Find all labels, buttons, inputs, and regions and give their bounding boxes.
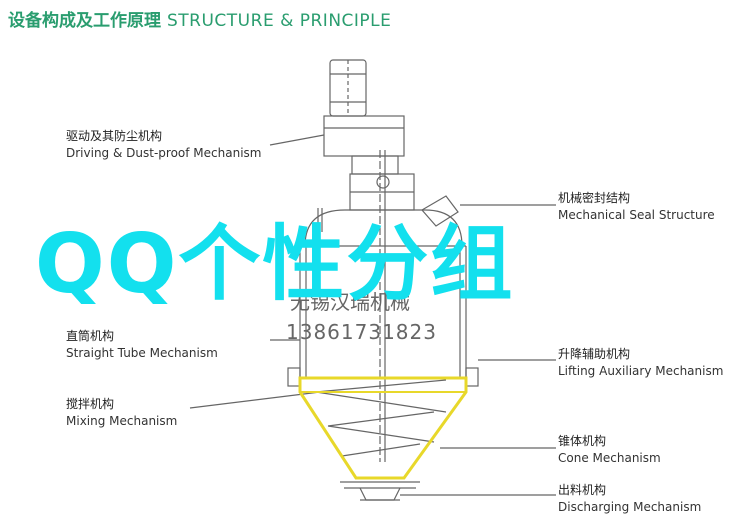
label-drive: 驱动及其防尘机构 Driving & Dust-proof Mechanism (66, 128, 261, 162)
gearbox (323, 115, 405, 157)
label-lifting-en: Lifting Auxiliary Mechanism (558, 364, 724, 378)
label-straight-cn: 直筒机构 (66, 329, 115, 343)
label-mixing-cn: 搅拌机构 (66, 397, 115, 411)
label-discharge: 出料机构 Discharging Mechanism (558, 482, 701, 516)
label-discharge-en: Discharging Mechanism (558, 500, 702, 514)
watermark-phone: 13861731823 (286, 320, 437, 344)
label-cone-cn: 锥体机构 (558, 434, 607, 448)
label-seal: 机械密封结构 Mechanical Seal Structure (558, 190, 715, 224)
label-lifting: 升降辅助机构 Lifting Auxiliary Mechanism (558, 346, 723, 380)
label-seal-cn: 机械密封结构 (558, 191, 631, 205)
label-cone-en: Cone Mechanism (558, 451, 661, 465)
helix (315, 379, 447, 457)
header-title-cn: 设备构成及工作原理 (8, 11, 161, 31)
label-drive-cn: 驱动及其防尘机构 (66, 129, 163, 143)
label-straight: 直筒机构 Straight Tube Mechanism (66, 328, 218, 362)
label-mixing-en: Mixing Mechanism (66, 414, 178, 428)
label-cone: 锥体机构 Cone Mechanism (558, 433, 661, 467)
label-straight-en: Straight Tube Mechanism (66, 346, 218, 360)
label-seal-en: Mechanical Seal Structure (558, 208, 715, 222)
watermark-company: 无锡汉瑞机械 (290, 290, 410, 314)
label-drive-en: Driving & Dust-proof Mechanism (66, 146, 262, 160)
section-header: 设备构成及工作原理 STRUCTURE & PRINCIPLE (8, 6, 391, 31)
label-discharge-cn: 出料机构 (558, 483, 607, 497)
label-mixing: 搅拌机构 Mixing Mechanism (66, 396, 177, 430)
label-lifting-cn: 升降辅助机构 (558, 347, 631, 361)
header-title-en: STRUCTURE & PRINCIPLE (167, 11, 392, 31)
overlay-title: QQ个性分组 (35, 217, 515, 312)
